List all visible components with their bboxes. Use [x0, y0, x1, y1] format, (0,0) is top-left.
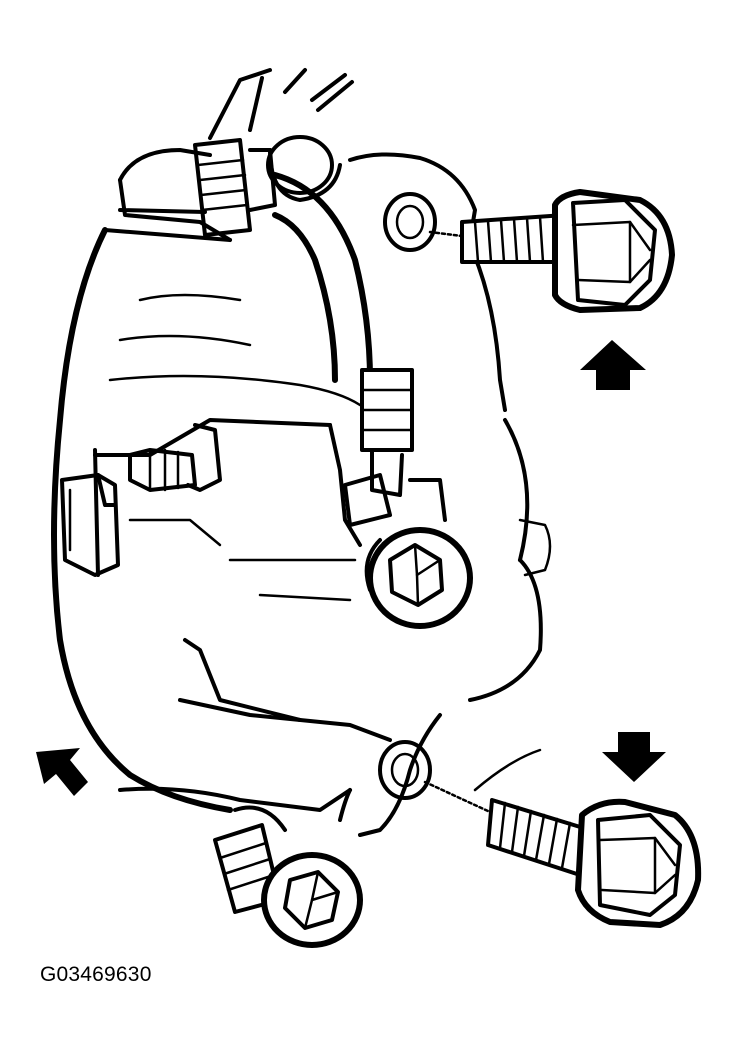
caliper-body [51, 148, 392, 813]
arrow-up-left-icon [36, 748, 88, 796]
upper-mounting-hole [383, 192, 464, 252]
brake-pad [60, 448, 120, 577]
upper-guide-pin-boot [118, 138, 277, 237]
arrow-up-icon [580, 340, 646, 390]
upper-background-lines [208, 68, 354, 140]
lower-guide-pin-bolt [261, 852, 363, 948]
lower-mounting-hole [378, 740, 542, 814]
upper-mounting-bolt [460, 189, 675, 313]
arrow-down-icon [602, 732, 666, 782]
brake-hose [272, 172, 447, 527]
bleeder-screw [128, 423, 222, 492]
figure-code-label: G03469630 [40, 963, 152, 986]
lower-mounting-bolt [486, 798, 702, 928]
center-bolt [364, 527, 473, 629]
